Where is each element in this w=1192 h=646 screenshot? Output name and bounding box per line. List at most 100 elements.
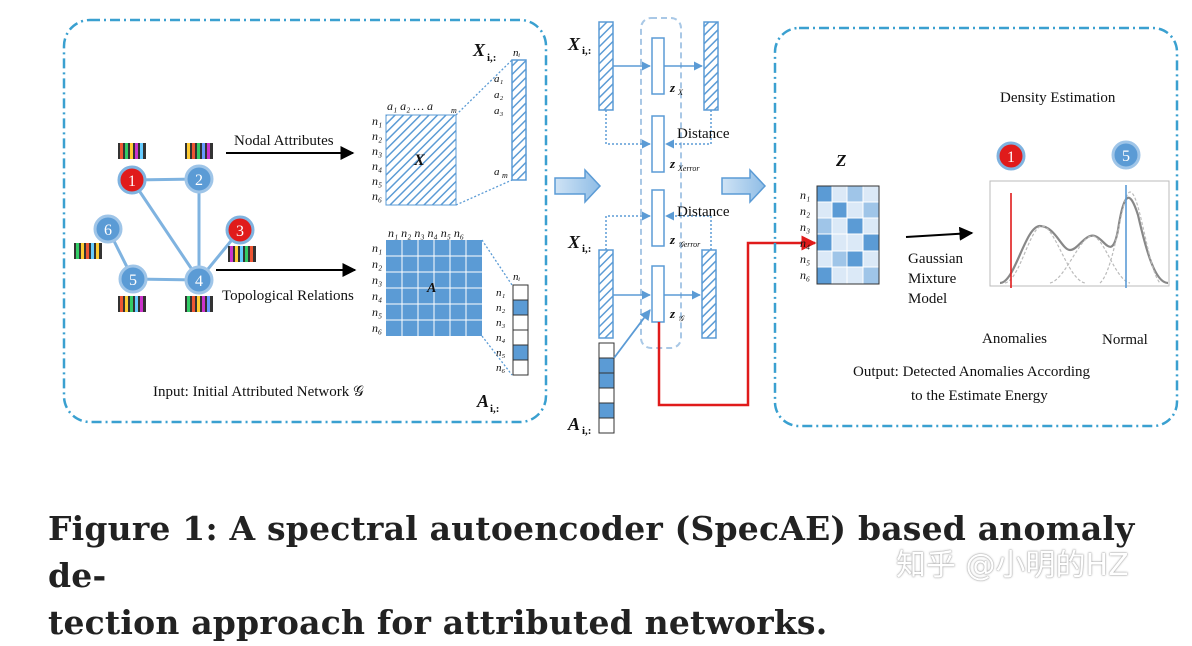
svg-text:1: 1 — [1007, 149, 1015, 166]
svg-text:X: X — [677, 88, 684, 97]
x-matrix-row-labels: n₁ n₂ n₃ n₄ n₅ n₆ — [372, 114, 382, 203]
svg-text:5: 5 — [129, 272, 137, 289]
node-1: 1 — [117, 165, 147, 195]
svg-text:n₅: n₅ — [800, 252, 810, 266]
z-matrix-label: Z — [835, 151, 846, 170]
node-6: 6 — [93, 214, 123, 244]
attr-bar-node-2 — [185, 143, 213, 159]
graph-decoder-output — [701, 249, 717, 339]
a-vector-sub: i,: — [490, 403, 499, 415]
svg-text:2: 2 — [195, 172, 203, 189]
x-vector-head: nᵢ — [513, 47, 521, 59]
a-matrix-label: A — [426, 281, 436, 296]
density-title: Density Estimation — [1000, 90, 1116, 106]
svg-text:n₄: n₄ — [372, 159, 382, 173]
attr-bar-node-6 — [74, 243, 102, 259]
svg-text:a₂: a₂ — [494, 89, 504, 101]
figure-caption-line2: tection approach for attributed networks… — [48, 603, 828, 642]
x-matrix-col-labels: a₁ a₂ … a — [387, 99, 433, 113]
anomaly-badge: 1 — [996, 141, 1026, 171]
graph-edges — [106, 177, 242, 282]
x-matrix — [385, 114, 457, 206]
attr-bar-node-4 — [185, 296, 213, 312]
svg-text:n₆: n₆ — [372, 321, 382, 335]
attr-bar-node-1 — [118, 143, 146, 159]
svg-text:𝒢: 𝒢 — [678, 314, 685, 323]
x-encoder-input — [598, 21, 614, 111]
svg-text:Gaussian: Gaussian — [908, 251, 963, 267]
latent-to-z-arrow — [657, 235, 817, 407]
x-vector-sub: i,: — [487, 52, 496, 64]
z-g-latent — [651, 265, 665, 323]
panel-arrow-right — [721, 168, 767, 204]
node-3: 3 — [225, 215, 255, 245]
svg-text:1: 1 — [128, 173, 136, 190]
z-x-error-latent — [651, 115, 665, 173]
svg-text:n₁: n₁ — [496, 287, 506, 299]
adjacency-vector: nᵢ n₁ n₂ n₃ n₄ n₅ n₆ A i,: — [476, 271, 529, 415]
svg-text:n₆: n₆ — [800, 268, 810, 282]
svg-text:n₆: n₆ — [372, 189, 382, 203]
attribute-matrix: a₁ a₂ … a m X n₁ n₂ n₃ n₄ n₅ n₆ — [372, 59, 513, 206]
svg-text:Xerror: Xerror — [677, 164, 700, 173]
svg-text:5: 5 — [1122, 148, 1130, 165]
svg-text:n₂: n₂ — [372, 257, 382, 271]
svg-text:a₃: a₃ — [494, 105, 504, 117]
svg-text:n₄: n₄ — [800, 236, 810, 250]
output-panel-border — [773, 26, 1179, 428]
svg-text:a₁: a₁ — [494, 73, 504, 85]
output-caption-line1: Output: Detected Anomalies According — [853, 364, 1091, 380]
a-matrix-col-labels: n₁ n₂ n₃ n₄ n₅ n₆ — [388, 226, 464, 240]
normal-label: Normal — [1102, 332, 1148, 348]
attribute-vector: X i,: nᵢ a₁ a₂ a₃ a m — [472, 40, 527, 181]
panel-arrow-left — [554, 168, 602, 204]
z-matrix-row-labels: n₁ n₂ n₃ n₄ n₅ n₆ — [800, 188, 810, 282]
x-vector-label: X — [472, 40, 486, 60]
autoencoder: X i,: z X z Xerror Distance z 𝒢error Dis… — [567, 17, 817, 437]
graph-encoder-input — [598, 249, 614, 339]
attribute-bars — [74, 143, 256, 312]
svg-text:i,:: i,: — [582, 243, 591, 255]
normal-badge: 5 — [1111, 140, 1141, 170]
distance-label-2: Distance — [677, 204, 730, 220]
svg-text:Model: Model — [908, 291, 947, 307]
spec-ae-diagram: 1 2 3 4 5 6 Nodal — [62, 17, 1179, 437]
a-vector-label: A — [476, 391, 489, 411]
input-panel: 1 2 3 4 5 6 Nodal — [62, 18, 548, 424]
x-decoder-output — [703, 21, 719, 111]
svg-text:n₃: n₃ — [800, 220, 810, 234]
svg-text:n₃: n₃ — [372, 273, 382, 287]
svg-text:Mixture: Mixture — [908, 271, 957, 287]
svg-text:n₁: n₁ — [800, 188, 810, 202]
attr-bar-node-3 — [228, 246, 256, 262]
x-input-label: X — [567, 34, 581, 54]
svg-text:z: z — [669, 80, 676, 95]
svg-text:3: 3 — [236, 223, 244, 240]
svg-text:a: a — [494, 166, 500, 178]
x-vector — [511, 59, 527, 181]
svg-text:n₂: n₂ — [496, 302, 506, 314]
svg-text:n₄: n₄ — [372, 289, 382, 303]
svg-text:i,:: i,: — [582, 425, 591, 437]
input-panel-border — [62, 18, 548, 424]
svg-text:n₅: n₅ — [496, 347, 506, 359]
x-matrix-col-sub-m: m — [451, 106, 457, 115]
density-plot — [989, 180, 1170, 288]
svg-text:m: m — [502, 171, 508, 180]
z-g-error-latent — [651, 189, 665, 247]
svg-text:z: z — [669, 306, 676, 321]
svg-text:n₂: n₂ — [372, 129, 382, 143]
node-5: 5 — [118, 264, 148, 294]
x-graph-input-label: X — [567, 232, 581, 252]
anomalies-label: Anomalies — [982, 331, 1047, 347]
svg-text:n₅: n₅ — [372, 305, 382, 319]
adjacency-matrix: n₁ n₂ n₃ n₄ n₅ n₆ A n₁ n₂ n₃ n₄ n₅ n₆ — [372, 226, 513, 376]
distance-label-1: Distance — [677, 126, 730, 142]
a-matrix-row-labels: n₁ n₂ n₃ n₄ n₅ n₆ — [372, 241, 382, 335]
svg-text:n₁: n₁ — [372, 114, 382, 128]
svg-text:n₂: n₂ — [800, 204, 810, 218]
svg-text:n₄: n₄ — [496, 332, 506, 344]
svg-text:𝒢error: 𝒢error — [678, 240, 701, 249]
latent-region — [640, 17, 682, 349]
a-input-label: A — [567, 414, 580, 434]
